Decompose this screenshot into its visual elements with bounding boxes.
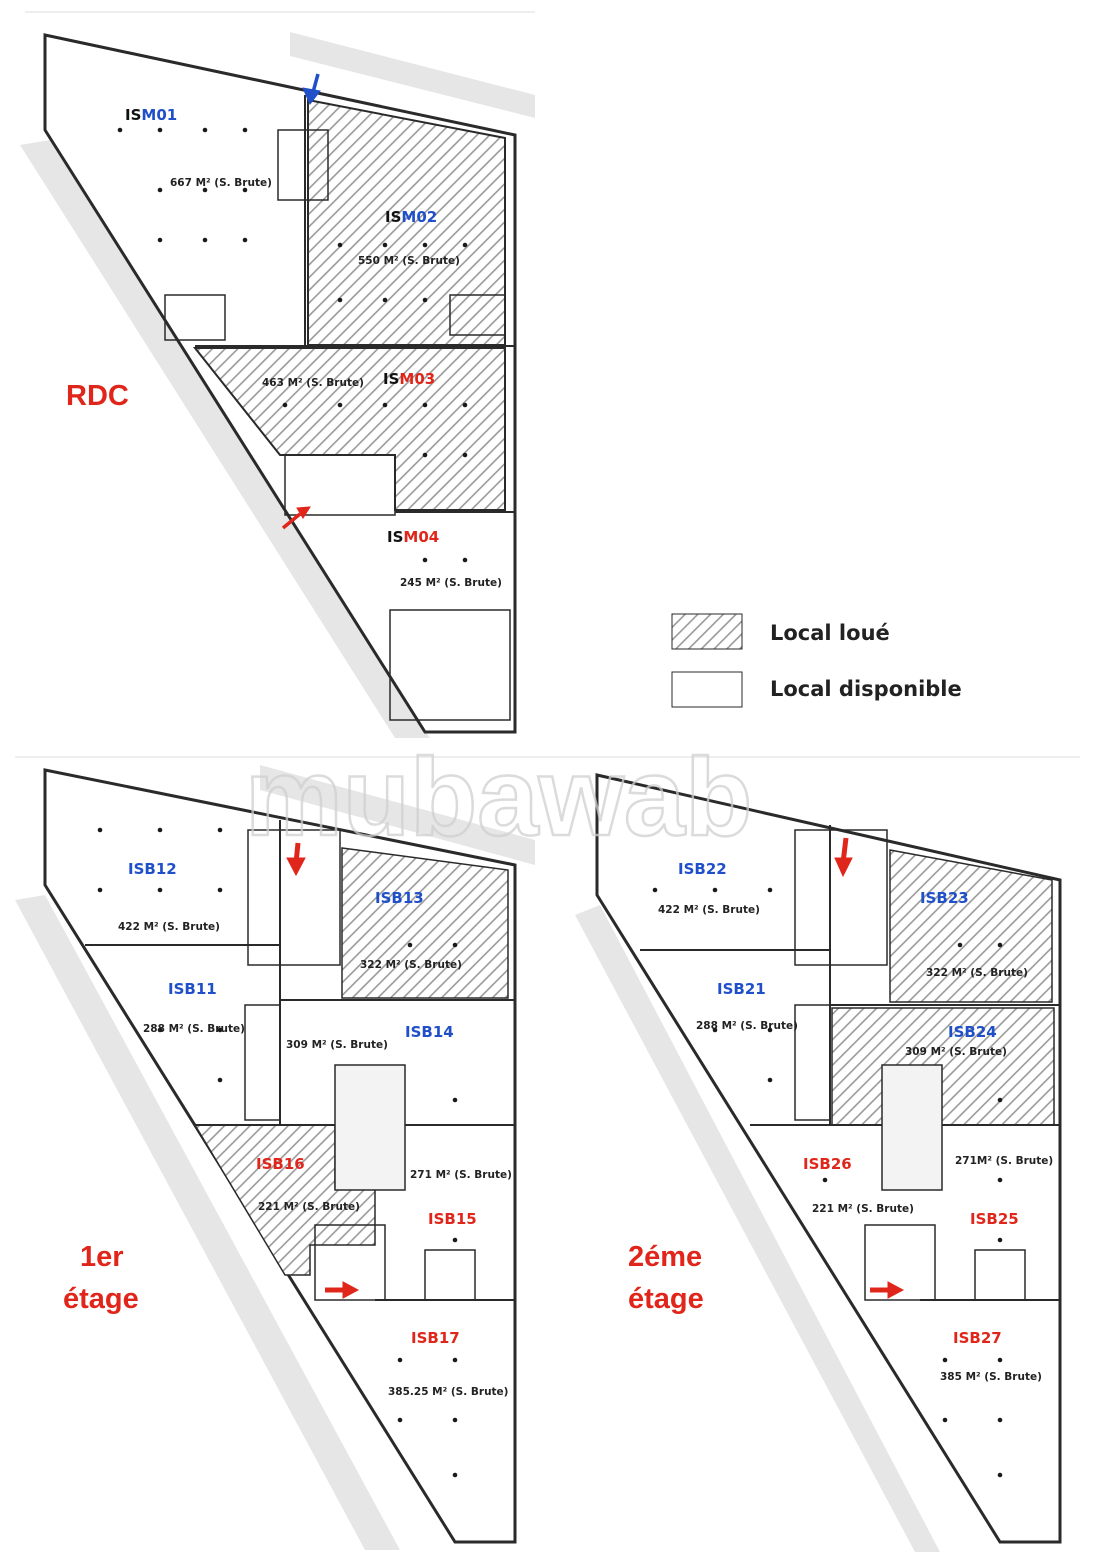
unit-area-ism02: 550 M² (S. Brute) xyxy=(358,255,460,267)
floor-title-second-line2: étage xyxy=(628,1283,704,1315)
unit-label-isb17: ISB17 xyxy=(411,1329,460,1347)
unit-area-isb15: 271 M² (S. Brute) xyxy=(410,1169,512,1181)
column-dots xyxy=(97,127,1003,1478)
unit-area-ism03: 463 M² (S. Brute) xyxy=(262,377,364,389)
floor-title-first-line2: étage xyxy=(63,1283,139,1315)
road-rdc-left xyxy=(20,140,430,738)
unit-label-isb16: ISB16 xyxy=(256,1155,305,1173)
unit-label-ism01: ISM01 xyxy=(125,106,177,124)
unit-area-isb17: 385.25 M² (S. Brute) xyxy=(388,1386,508,1398)
arrow-icon xyxy=(302,73,321,105)
first-core-1 xyxy=(247,829,341,966)
unit-area-isb12: 422 M² (S. Brute) xyxy=(118,921,220,933)
arrow-icon xyxy=(870,1281,905,1299)
arrow-icon xyxy=(834,837,853,878)
unit-label-isb25: ISB25 xyxy=(970,1210,1019,1228)
unit-label-isb14: ISB14 xyxy=(405,1023,454,1041)
unit-label-isb11: ISB11 xyxy=(168,980,217,998)
arrow-icon xyxy=(281,506,311,530)
second-core-3 xyxy=(864,1224,936,1301)
rdc-core-2 xyxy=(164,294,226,341)
arrow-icon xyxy=(286,842,306,877)
floor-title-second-line1: 2éme xyxy=(628,1241,702,1273)
unit-area-isb22: 422 M² (S. Brute) xyxy=(658,904,760,916)
rdc-core-1 xyxy=(277,129,329,201)
unit-label-ism04: ISM04 xyxy=(387,528,439,546)
floor-title-rdc: RDC xyxy=(66,380,129,412)
unit-area-isb13: 322 M² (S. Brute) xyxy=(360,959,462,971)
unit-area-isb26: 221 M² (S. Brute) xyxy=(812,1203,914,1215)
unit-label-isb12: ISB12 xyxy=(128,860,177,878)
unit-area-isb21: 288 M² (S. Brute) xyxy=(696,1020,798,1032)
unit-label-ism03: ISM03 xyxy=(383,370,435,388)
rdc-plan xyxy=(20,32,535,738)
unit-area-isb11: 288 M² (S. Brute) xyxy=(143,1023,245,1035)
second-core-2 xyxy=(794,1004,831,1121)
legend-label-available: Local disponible xyxy=(770,677,962,701)
rdc-core-3 xyxy=(449,294,506,336)
unit-label-isb15: ISB15 xyxy=(428,1210,477,1228)
arrow-icon xyxy=(325,1281,360,1299)
unit-label-isb13: ISB13 xyxy=(375,889,424,907)
road-rdc-top xyxy=(290,32,535,118)
road-second-left xyxy=(575,905,940,1552)
unit-label-isb26: ISB26 xyxy=(803,1155,852,1173)
unit-label-isb22: ISB22 xyxy=(678,860,727,878)
unit-label-isb27: ISB27 xyxy=(953,1329,1002,1347)
legend: Local loué Local disponible xyxy=(671,613,962,708)
unit-isb24-area xyxy=(831,1007,1055,1126)
unit-area-isb23: 322 M² (S. Brute) xyxy=(926,967,1028,979)
unit-label-isb24: ISB24 xyxy=(948,1023,997,1041)
first-floor-plan xyxy=(15,765,535,1550)
road-first-top xyxy=(260,765,535,865)
first-core-2 xyxy=(244,1004,281,1121)
second-core-1 xyxy=(794,829,888,966)
unit-area-ism01: 667 M² (S. Brute) xyxy=(170,177,272,189)
unit-area-isb24: 309 M² (S. Brute) xyxy=(905,1046,1007,1058)
floor-title-first-line1: 1er xyxy=(80,1241,124,1273)
second-floor-plan xyxy=(575,773,1062,1552)
unit-isb23-area xyxy=(889,849,1053,1003)
second-core-4 xyxy=(974,1249,1026,1301)
legend-swatch-available xyxy=(671,671,743,708)
unit-label-isb23: ISB23 xyxy=(920,889,969,907)
unit-area-ism04: 245 M² (S. Brute) xyxy=(400,577,502,589)
road-first-left xyxy=(15,895,400,1550)
unit-label-ism02: ISM02 xyxy=(385,208,437,226)
rdc-core-4 xyxy=(284,454,396,516)
rdc-core-5 xyxy=(389,609,511,721)
unit-area-isb25: 271M² (S. Brute) xyxy=(955,1155,1053,1167)
watermark-text: mubawab xyxy=(245,736,752,859)
legend-label-rented: Local loué xyxy=(770,621,890,645)
second-patio xyxy=(881,1064,943,1191)
unit-area-isb14: 309 M² (S. Brute) xyxy=(286,1039,388,1051)
legend-swatch-rented xyxy=(671,613,743,650)
first-core-4 xyxy=(424,1249,476,1301)
unit-isb13-area xyxy=(341,847,509,999)
unit-area-isb16: 221 M² (S. Brute) xyxy=(258,1201,360,1213)
unit-label-isb21: ISB21 xyxy=(717,980,766,998)
first-patio xyxy=(334,1064,406,1191)
unit-area-isb27: 385 M² (S. Brute) xyxy=(940,1371,1042,1383)
first-core-3 xyxy=(314,1224,386,1301)
